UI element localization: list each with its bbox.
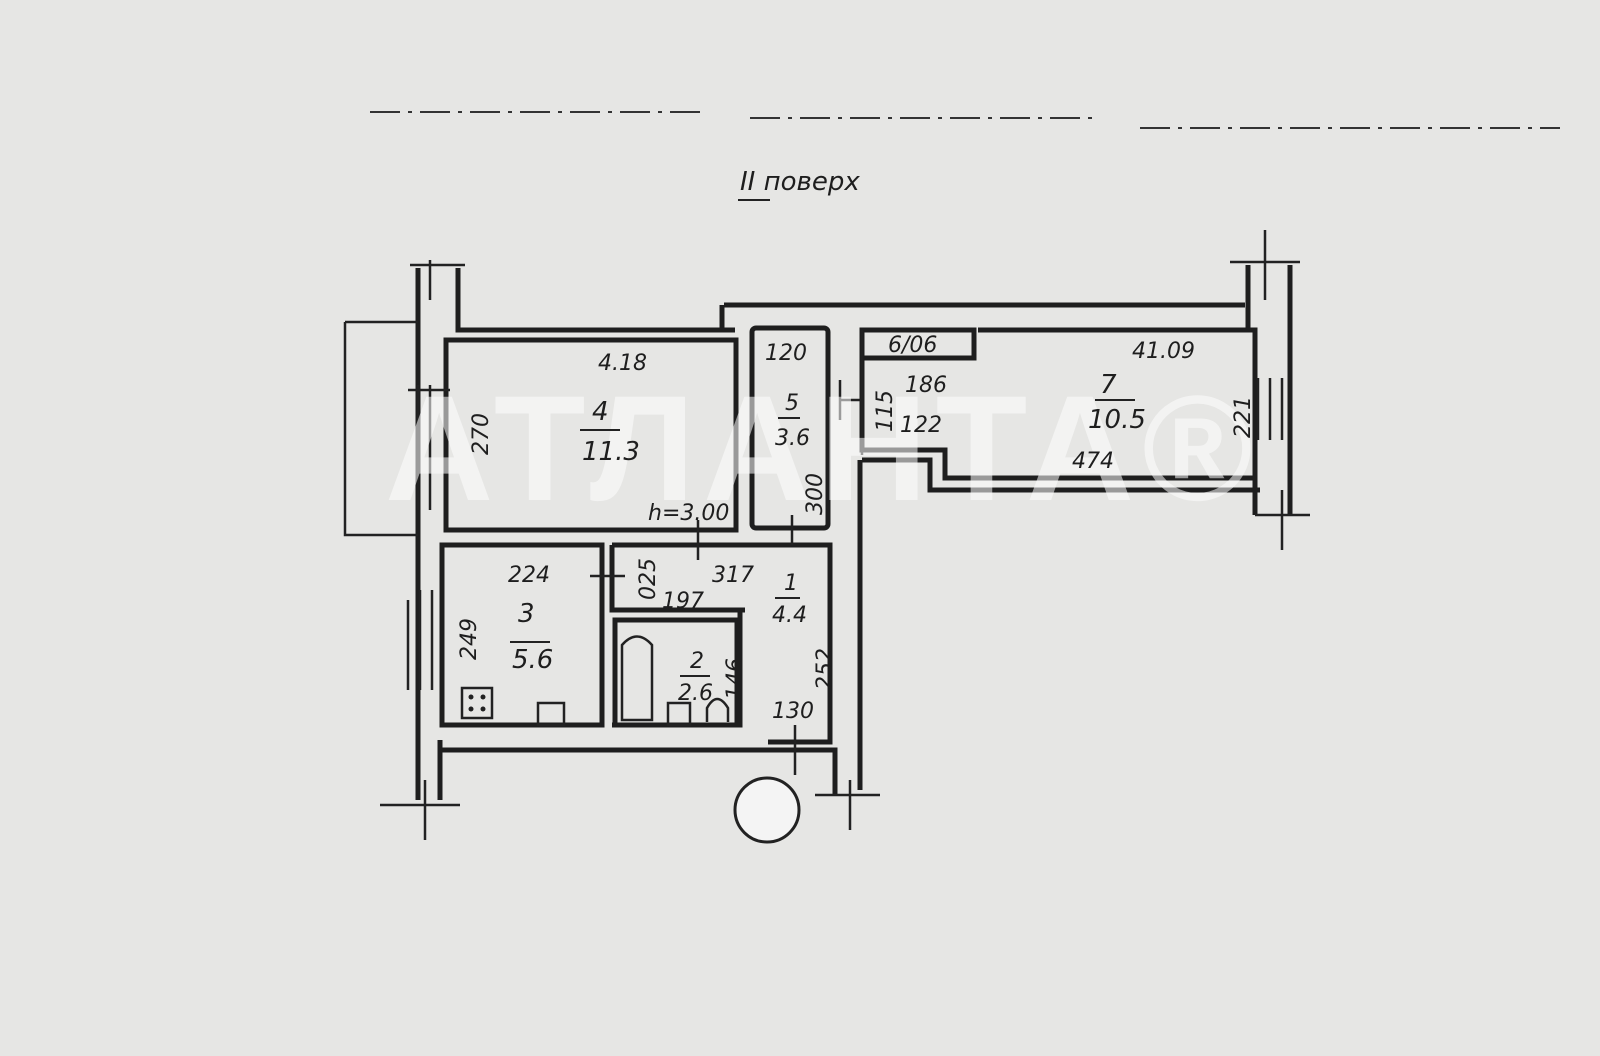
room-4: 4 11.3 4.18 270 h=3.00 — [469, 351, 729, 526]
room-4-depth: 270 — [469, 413, 494, 455]
axis-marks — [380, 515, 880, 840]
room-2-area: 2.6 — [678, 681, 713, 706]
room-5-width: 120 — [765, 341, 807, 366]
room-3-width: 224 — [508, 563, 550, 588]
room-2-depth: 146 — [723, 658, 748, 700]
room-7-area: 10.5 — [1088, 405, 1146, 435]
ceiling-height: h=3.00 — [648, 501, 729, 526]
room-7-bottom-width: 474 — [1072, 449, 1114, 474]
watermark-logo: АТЛАНТА® — [385, 364, 1261, 532]
stairwell-circle — [733, 776, 801, 844]
room-1-area: 4.4 — [772, 603, 807, 628]
room-2: 2 2.6 146 — [678, 649, 748, 706]
room-5-outline — [749, 325, 831, 531]
toilet-icon — [705, 697, 730, 722]
room-1-depth: 252 — [813, 648, 838, 690]
room-4-width: 4.18 — [598, 351, 647, 376]
fixtures — [460, 635, 801, 844]
room-2-number: 2 — [690, 649, 704, 674]
room-3-outline — [439, 542, 605, 728]
room-7: 7 10.5 41.09 221 474 115 122 — [873, 339, 1256, 474]
kitchen-sink-icon — [536, 701, 566, 727]
floor-title: II поверх — [740, 167, 860, 197]
bath-sink-icon — [666, 701, 692, 727]
room-1-small-dim: 025 — [636, 558, 661, 600]
section-line — [370, 111, 1560, 129]
room-6-width: 186 — [905, 373, 947, 398]
room-3: 3 5.6 224 249 — [457, 563, 553, 675]
room-1-outline — [609, 542, 833, 745]
room-5-number: 5 — [785, 391, 799, 416]
room-7-number: 7 — [1100, 370, 1117, 400]
room-7-width: 41.09 — [1132, 339, 1195, 364]
room-3-area: 5.6 — [512, 645, 553, 675]
stove-icon — [460, 686, 494, 720]
room-3-number: 3 — [518, 599, 535, 629]
room-4-number: 4 — [592, 397, 609, 427]
windows — [406, 230, 1310, 690]
room-5-depth: 300 — [803, 473, 828, 515]
room-1-width: 317 — [712, 563, 754, 588]
room-7-hall-depth: 115 — [873, 390, 898, 432]
room-7-hall-width: 122 — [900, 413, 942, 438]
bathtub-icon — [620, 635, 654, 722]
room-3-depth: 249 — [457, 618, 482, 660]
room-4-area: 11.3 — [582, 437, 640, 467]
room-7-depth: 221 — [1231, 396, 1256, 438]
room-4-outline — [443, 337, 739, 533]
room-1-inner-width: 197 — [662, 589, 704, 614]
room-6-label: 6/06 — [888, 333, 937, 358]
room-6: 6/06 186 — [888, 333, 947, 398]
room-5-area: 3.6 — [775, 426, 810, 451]
room-1-number: 1 — [784, 571, 798, 596]
room-1: 1 4.4 317 197 025 252 130 — [636, 558, 838, 724]
room-5: 5 3.6 120 300 — [765, 341, 828, 515]
room-1-bottom-width: 130 — [772, 699, 814, 724]
